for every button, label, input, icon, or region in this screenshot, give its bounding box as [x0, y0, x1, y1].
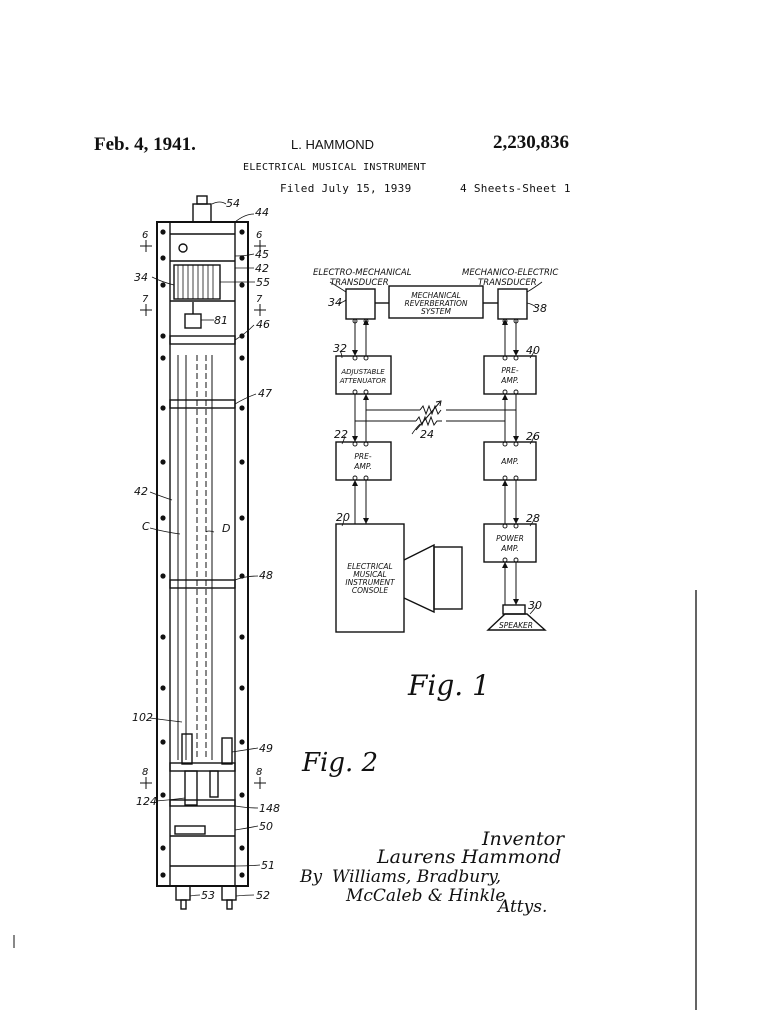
fig2-ref-52: 52: [256, 889, 270, 902]
fig1-ref-26: 26: [526, 430, 540, 443]
fig2-ref-54: 54: [226, 197, 240, 210]
fig1-ref-32: 32: [333, 342, 347, 355]
fig2-ref-42a: 42: [255, 262, 269, 275]
fig1-ref-28: 28: [526, 512, 540, 525]
fig1-ref-22: 22: [334, 428, 348, 441]
fig2-ref-53: 53: [201, 889, 215, 902]
fig2-ref-48: 48: [259, 569, 273, 582]
fig2-ref-44: 44: [255, 206, 269, 219]
fig2-ref-102: 102: [132, 711, 153, 724]
fig2-ref-55: 55: [256, 276, 270, 289]
amp-26-label: AMP.: [500, 457, 518, 466]
attys-label: Attys.: [496, 897, 547, 917]
attorneys-line-1: Williams, Bradbury,: [332, 867, 501, 887]
electro-transducer-label-2: TRANSDUCER: [330, 278, 389, 288]
fig2-ref-49: 49: [259, 742, 273, 755]
fig2-cabinet: [140, 195, 266, 910]
speaker-shape: [486, 613, 547, 631]
preamp-40-label-1: PRE-: [501, 366, 518, 375]
preamp-40-box: [483, 355, 537, 395]
fig2-section-6b: 6: [256, 230, 262, 241]
console-label-3: INSTRUMENT: [345, 578, 396, 587]
fig2-label: Fig. 2: [301, 748, 378, 778]
fig2-section-7a: 7: [142, 294, 149, 305]
fig2-ref-45: 45: [255, 248, 269, 261]
inventor-signature: Laurens Hammond: [376, 846, 561, 868]
console-horn: [403, 543, 435, 614]
preamp-22-label-2: AMP.: [353, 462, 371, 471]
fig2-ref-124: 124: [136, 795, 157, 808]
fig2-ref-46: 46: [256, 318, 270, 331]
inventor-name: L. HAMMOND: [291, 137, 375, 152]
fig1-label: Fig. 1: [407, 669, 490, 702]
fig2-ref-50: 50: [259, 820, 273, 833]
console-label-4: CONSOLE: [352, 586, 389, 595]
reverb-label-1: MECHANICAL: [411, 291, 461, 300]
fig2-section-7b: 7: [256, 294, 263, 305]
console-box: [335, 523, 405, 633]
fig2-section-6a: 6: [142, 230, 148, 241]
fig2-ref-47: 47: [258, 387, 272, 400]
preamp-22-box: [335, 441, 392, 481]
patent-date: Feb. 4, 1941.: [94, 134, 196, 155]
sheet-count: 4 Sheets-Sheet 1: [460, 182, 571, 195]
reverb-box: [388, 285, 484, 319]
reverb-label-3: SYSTEM: [421, 307, 451, 316]
console-label-2: MUSICAL: [353, 570, 386, 579]
attenuator-label-1: ADJUSTABLE: [340, 368, 385, 376]
fig2-ref-42b: 42: [134, 485, 148, 498]
inventor-label: Inventor: [481, 828, 566, 850]
console-label-1: ELECTRICAL: [347, 562, 392, 571]
preamp-22-label-1: PRE-: [354, 452, 371, 461]
transducer-38-box: [497, 288, 528, 320]
attorneys-line-2: McCaleb & Hinkle: [345, 886, 505, 906]
fig1-ref-24: 24: [420, 428, 434, 441]
power-amp-box: [483, 523, 537, 563]
attenuator-box: [335, 355, 392, 395]
speaker-label: SPEAKER: [499, 621, 533, 630]
fig2-ref-d: D: [222, 522, 230, 535]
transducer-34-box: [345, 288, 376, 320]
amp-26-box: [483, 441, 537, 481]
filed-date: Filed July 15, 1939: [280, 182, 412, 195]
fig2-ref-c: C: [142, 520, 150, 533]
fig2-section-8b: 8: [256, 767, 262, 778]
electro-transducer-label-1: ELECTRO-MECHANICAL: [313, 268, 412, 278]
mechanico-transducer-label-1: MECHANICO-ELECTRIC: [462, 268, 558, 278]
fig1-ref-30: 30: [528, 599, 542, 612]
fig2-ref-51: 51: [261, 859, 275, 872]
fig1-ref-40: 40: [526, 344, 540, 357]
patent-title: ELECTRICAL MUSICAL INSTRUMENT: [243, 162, 427, 173]
preamp-40-label-2: AMP.: [500, 376, 518, 385]
fig1-ref-20: 20: [336, 511, 350, 524]
fig2-ref-148: 148: [259, 802, 280, 815]
attenuator-label-2: ATTENUATOR: [339, 377, 387, 385]
fig2-ref-81: 81: [214, 314, 228, 327]
fig2-ref-34: 34: [134, 271, 148, 284]
power-amp-label-2: AMP.: [500, 544, 518, 553]
fig1-block-diagram: [329, 281, 547, 633]
power-amp-label-1: POWER: [496, 534, 524, 543]
fig1-ref-38: 38: [533, 302, 547, 315]
patent-number: 2,230,836: [493, 132, 569, 153]
fig1-ref-34: 34: [328, 296, 342, 309]
fig2-section-8a: 8: [142, 767, 148, 778]
mechanico-transducer-label-2: TRANSDUCER: [478, 278, 537, 288]
reverb-label-2: REVERBERATION: [404, 299, 467, 308]
by-label: By: [299, 867, 322, 887]
